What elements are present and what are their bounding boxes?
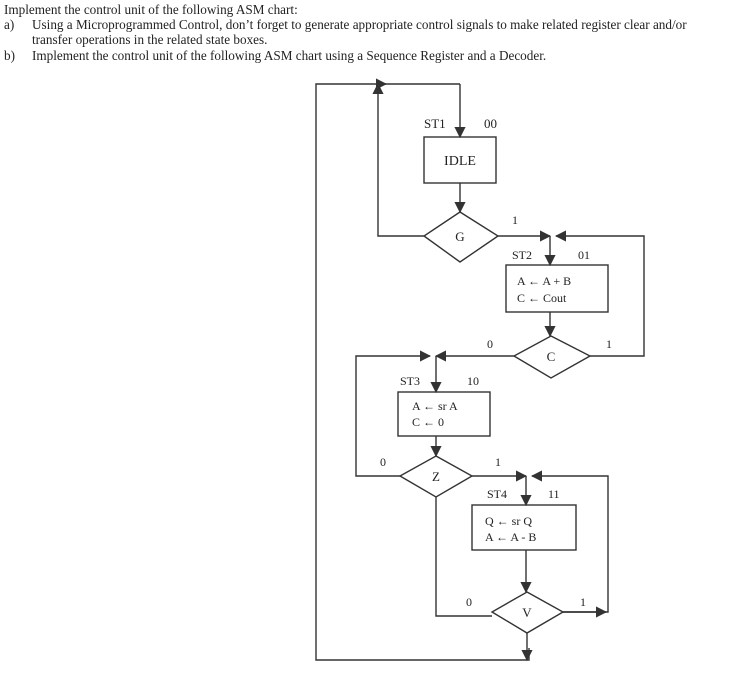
state-name-st1: ST1 — [424, 116, 446, 131]
state-op-st2-2: C ← Cout — [517, 291, 567, 305]
state-op-st2-1: A ← A + B — [517, 274, 571, 288]
state-box-st2 — [505, 264, 609, 313]
state-name-st3: ST3 — [400, 374, 420, 388]
state-code-st1: 00 — [484, 116, 497, 131]
state-box-st3 — [397, 391, 491, 437]
branch-label-z-1: 1 — [495, 455, 501, 469]
branch-label-c-0: 0 — [487, 337, 493, 351]
return-path-outer — [315, 83, 530, 661]
item-b-marker: b) — [4, 47, 15, 63]
state-op-st3-2: C ← 0 — [412, 415, 444, 429]
state-op-st4-1: Q ← sr Q — [485, 514, 532, 528]
branch-label-c-1: 1 — [606, 337, 612, 351]
decision-c — [512, 335, 592, 379]
state-op-st3-1: A ← sr A — [412, 399, 458, 413]
branch-label-v-1: 1 — [580, 595, 586, 609]
state-code-st2: 01 — [578, 248, 590, 262]
item-a-line2: transfer operations in the related state… — [32, 32, 268, 48]
item-b: b) Implement the control unit of the fol… — [4, 48, 752, 63]
decision-g — [422, 211, 500, 263]
item-a: a) Using a Microprogrammed Control, don’… — [4, 17, 752, 47]
item-a-marker: a) — [4, 17, 15, 33]
problem-intro: Implement the control unit of the follow… — [4, 2, 298, 17]
branch-label-z-0: 0 — [380, 455, 386, 469]
state-box-st4 — [471, 504, 577, 551]
state-code-st3: 10 — [467, 374, 479, 388]
decision-input-c: C — [547, 349, 556, 364]
item-a-line1: Using a Microprogrammed Control, don’t f… — [32, 17, 687, 33]
state-code-st4: 11 — [548, 487, 560, 501]
state-name-st2: ST2 — [512, 248, 532, 262]
state-name-st4: ST4 — [487, 487, 507, 501]
branch-label-v-0: 0 — [466, 595, 472, 609]
decision-input-z: Z — [432, 469, 440, 484]
state-op-st1: IDLE — [444, 154, 476, 169]
problem-statement: Implement the control unit of the follow… — [4, 2, 752, 63]
decision-input-v: V — [522, 605, 532, 620]
item-b-line1: Implement the control unit of the follow… — [32, 47, 547, 63]
state-op-st4-2: A ← A - B — [485, 530, 536, 544]
branch-label-g-1: 1 — [512, 213, 518, 227]
decision-input-g: G — [455, 229, 464, 244]
